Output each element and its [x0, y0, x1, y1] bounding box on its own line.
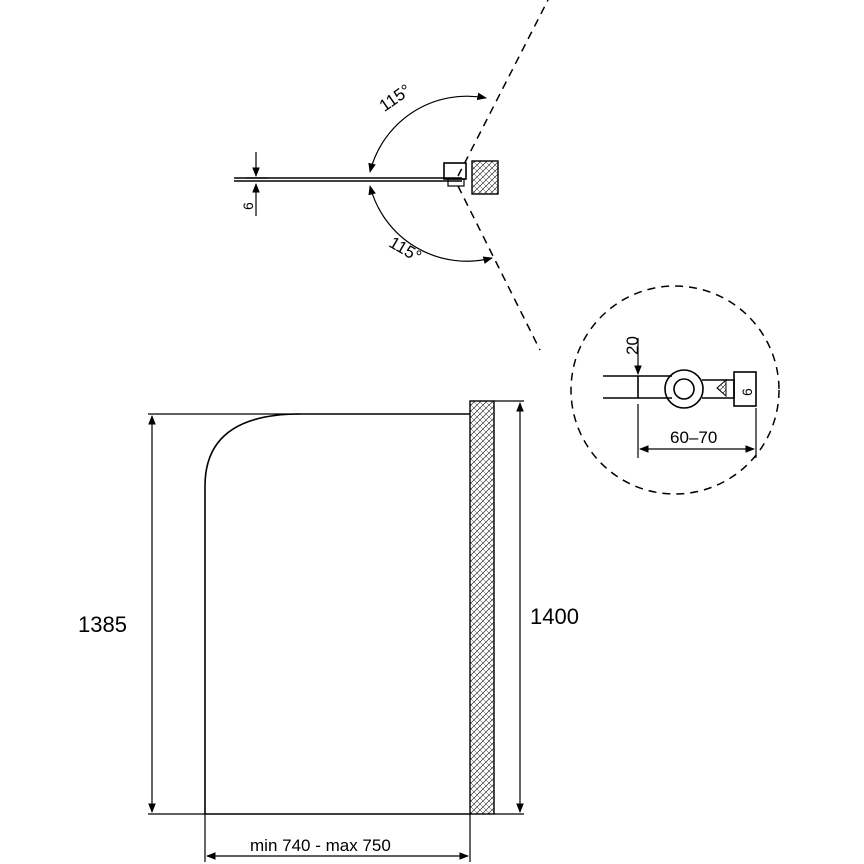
wall-profile-top — [471, 160, 499, 195]
profile-height-label: 1400 — [530, 604, 579, 629]
detail-view: 6 20 60–70 — [570, 285, 780, 495]
detail-thickness-label: 6 — [739, 388, 755, 396]
glass-panel-outline — [204, 413, 470, 814]
offset-label: 20 — [623, 336, 642, 355]
detail-hinge-inner — [673, 378, 695, 400]
top-view: 115° 115° 6 — [234, 0, 549, 351]
panel-height-label: 1385 — [78, 612, 127, 637]
detail-bracket — [733, 371, 757, 407]
detail-hinge-outer — [664, 369, 704, 409]
hinge-plate — [447, 178, 465, 187]
detail-circle — [570, 285, 780, 495]
angle-arc-upper — [368, 92, 487, 173]
width-range-label: min 740 - max 750 — [250, 836, 391, 855]
thickness-label: 6 — [240, 202, 256, 210]
wall-profile — [469, 400, 495, 815]
angle-upper-label: 115° — [376, 81, 415, 116]
hinge-block — [443, 162, 467, 180]
angle-lower-label: 115° — [386, 233, 425, 266]
front-view: 1385 1400 min 740 - max 750 — [78, 400, 579, 862]
detail-hinge-pin — [716, 378, 727, 398]
swing-line-upper — [457, 0, 549, 177]
clamp-range-label: 60–70 — [670, 428, 717, 447]
swing-line-lower — [457, 185, 541, 351]
angle-arc-lower — [368, 185, 493, 264]
